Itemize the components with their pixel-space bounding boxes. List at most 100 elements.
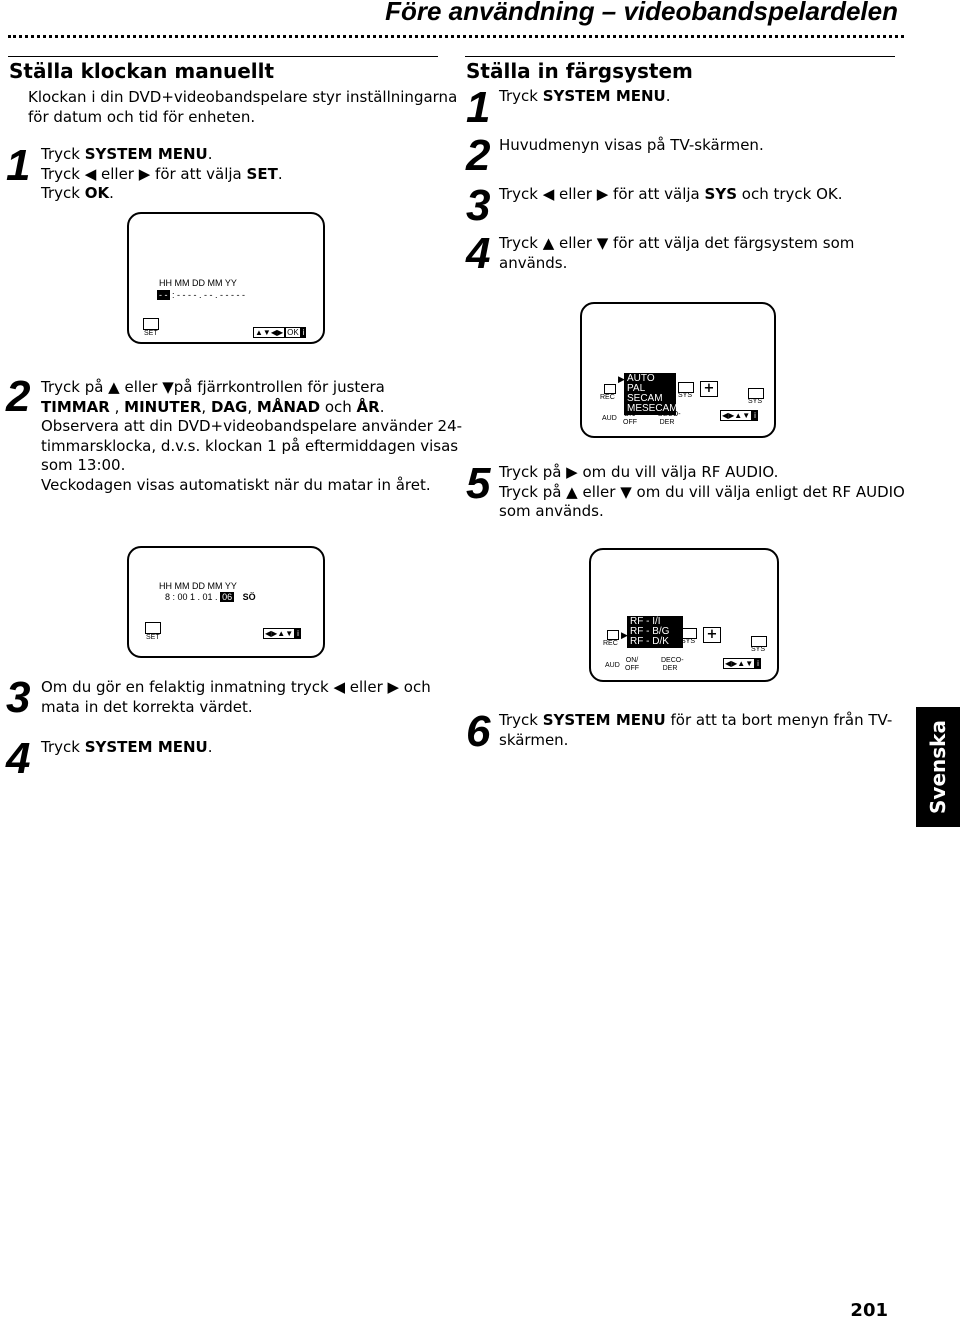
left-column-rule (8, 56, 438, 57)
menu-option: RF - I/I (630, 616, 661, 627)
step-segment: Tryck ◀ eller ▶ för att välja (499, 185, 705, 203)
step-line: TIMMAR , MINUTER, DAG, MÅNAD och ÅR. (41, 398, 462, 418)
menu-option: SECAM (627, 393, 663, 404)
step-number: 3 (466, 181, 491, 230)
nav-arrows-icon: ◀▶▲▼ (720, 410, 753, 421)
step-line: Tryck SYSTEM MENU för att ta bort menyn … (499, 711, 892, 731)
step-line: Observera att din DVD+videobandspelare a… (41, 417, 462, 437)
step-line: Tryck ◀ eller ▶ för att välja SYS och tr… (499, 185, 843, 205)
step-segment: Tryck på ▲ eller ▼ om du vill välja enli… (499, 482, 905, 501)
language-side-tab: Svenska (916, 707, 960, 827)
page-number: 201 (850, 1300, 888, 1321)
sys-label: SYS (681, 638, 696, 645)
menu-arrow-icon: ▶ (618, 374, 625, 384)
step-segment: Tryck på ▶ om du vill välja RF AUDIO. (499, 463, 779, 481)
step-segment: , (247, 397, 257, 416)
clock-empty-fields: : - - - - . - - . - - - - - (169, 290, 245, 300)
clock-field-values: 8 : 00 1 . 01 . 06 SÖ (165, 592, 256, 602)
step-segment: . (207, 145, 213, 163)
color-system-menu: AUTO PAL SECAM MESECAM (624, 373, 678, 415)
step-segment: som 13:00. (41, 456, 126, 474)
step-segment: . (207, 738, 213, 756)
nav-arrows-icon: ◀▶▲▼ (723, 658, 756, 669)
osd-nav-bar: ◀▶▲▼i (720, 410, 758, 421)
step-line: Tryck ▲ eller ▼ för att välja det färgsy… (499, 234, 854, 254)
step-number: 1 (6, 141, 31, 190)
step-number: 4 (466, 229, 491, 278)
rec-label: REC (600, 394, 615, 401)
tv-screen-rf-audio: ▶ RF - I/I RF - B/G RF - D/K REC AUD ON/… (589, 548, 779, 682)
step-number: 4 (6, 734, 31, 783)
step-line: Tryck ◀ eller ▶ för att välja SET. (41, 165, 283, 185)
on-off-label: ON/ OFF (625, 657, 639, 672)
tape-icon (751, 636, 767, 647)
step-text: Tryck på ▶ om du vill välja RF AUDIO.Try… (499, 463, 905, 522)
menu-option: MESECAM (627, 403, 678, 414)
step-text: Tryck SYSTEM MENU. (499, 87, 671, 107)
step-segment: Tryck (41, 184, 85, 202)
step-text: Tryck ▲ eller ▼ för att välja det färgsy… (499, 234, 854, 273)
set-icon (145, 622, 161, 634)
step-number: 5 (466, 459, 491, 508)
intro-line: Klockan i din DVD+videobandspelare styr … (28, 88, 458, 106)
clock-field-headers: HH MM DD MM YY (159, 278, 237, 288)
step-emphasis: SYSTEM MENU (84, 738, 208, 756)
step-segment: Huvudmenyn visas på TV-skärmen. (499, 136, 764, 154)
language-label: Svenska (926, 720, 950, 814)
step-line: som 13:00. (41, 456, 462, 476)
right-column-rule (465, 56, 895, 57)
step-line: timmarsklocka, d.v.s. klockan 1 på efter… (41, 437, 462, 457)
tape-icon (678, 382, 694, 393)
clock-selected-field: - - (157, 290, 170, 300)
section-heading-color-system: Ställa in färgsystem (466, 59, 693, 83)
step-segment: Tryck (41, 145, 85, 163)
step-line: används. (499, 254, 854, 274)
info-icon: i (755, 658, 761, 669)
tv-screen-clock-set: HH MM DD MM YY 8 : 00 1 . 01 . 06 SÖ SET… (127, 546, 325, 658)
step-segment: Tryck ▲ eller ▼ för att välja det färgsy… (499, 234, 855, 252)
step-line: skärmen. (499, 731, 892, 751)
tape-icon (748, 388, 764, 399)
intro-paragraph: Klockan i din DVD+videobandspelare styr … (28, 88, 457, 127)
decoder-label: DECO- DER (658, 411, 681, 426)
nav-arrows-icon: ◀▶▲▼ (263, 628, 296, 639)
step-emphasis: SYS (704, 185, 737, 203)
step-text: Tryck på ▲ eller ▼på fjärrkontrollen för… (41, 378, 462, 495)
step-line: Tryck på ▶ om du vill välja RF AUDIO. (499, 463, 905, 483)
step-text: Om du gör en felaktig inmatning tryck ◀ … (41, 678, 431, 717)
page-header-title: Före användning – videobandspelardelen (385, 0, 898, 26)
plus-icon: + (703, 627, 721, 643)
step-text: Tryck SYSTEM MENU.Tryck ◀ eller ▶ för at… (41, 145, 283, 204)
set-icon-label: SET (144, 330, 158, 337)
step-emphasis: SYSTEM MENU (84, 145, 208, 163)
step-emphasis: ÅR (356, 397, 380, 416)
info-icon: i (295, 628, 301, 639)
menu-option: RF - D/K (630, 636, 669, 647)
step-number: 6 (466, 707, 491, 756)
step-emphasis: MINUTER (124, 397, 202, 416)
menu-option: RF - B/G (630, 626, 670, 637)
step-segment: som används. (499, 502, 604, 520)
ok-icon: OK (285, 327, 301, 338)
step-segment: , (109, 397, 125, 416)
menu-arrow-icon: ▶ (621, 630, 628, 640)
aud-label: AUD (605, 662, 620, 669)
step-segment: . (109, 184, 114, 202)
step-segment: Tryck (41, 738, 85, 756)
step-number: 2 (6, 372, 31, 421)
step-line: Tryck SYSTEM MENU. (499, 87, 671, 107)
clock-field-values: - - : - - - - . - - . - - - - - (157, 290, 245, 300)
osd-nav-bar: ◀▶▲▼i (723, 658, 761, 669)
step-segment: Observera att din DVD+videobandspelare a… (41, 417, 463, 435)
step-segment: och tryck OK. (737, 185, 843, 203)
step-segment: mata in det korrekta värdet. (41, 697, 253, 716)
step-text: Tryck SYSTEM MENU. (41, 738, 213, 758)
step-segment: Om du gör en felaktig inmatning tryck ◀ … (41, 678, 431, 696)
sys-label: SYS (678, 392, 693, 399)
step-segment: Tryck (499, 711, 543, 729)
sys-label: SYS (751, 646, 766, 653)
step-text: Tryck SYSTEM MENU för att ta bort menyn … (499, 711, 892, 750)
step-segment: Tryck (499, 87, 543, 105)
step-line: Veckodagen visas automatiskt när du mata… (41, 476, 462, 496)
header-dotted-rule (8, 35, 904, 38)
